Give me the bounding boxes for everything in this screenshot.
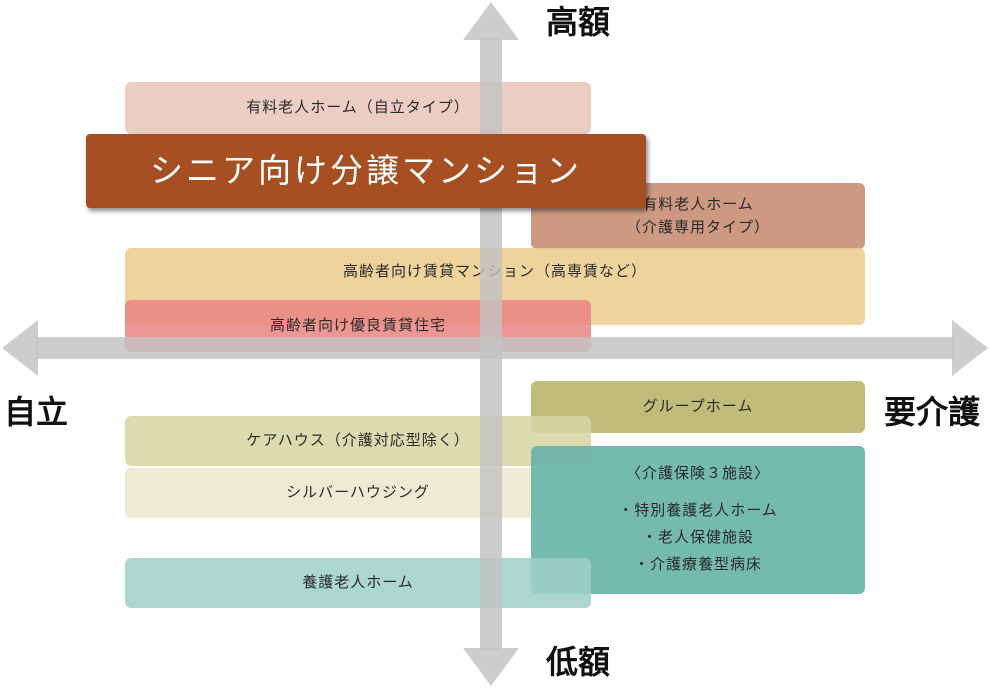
box-label-line2: （介護専用タイプ） bbox=[625, 218, 770, 236]
box-label: 有料老人ホーム（自立タイプ） bbox=[246, 98, 470, 117]
axis-label-high-cost: 高額 bbox=[546, 3, 611, 41]
axis-label-independent: 自立 bbox=[4, 393, 69, 431]
axis-label-care-required: 要介護 bbox=[884, 393, 981, 431]
box-jiritsu-type-home: 有料老人ホーム（自立タイプ） bbox=[125, 82, 591, 134]
box-care-house: ケアハウス（介護対応型除く） bbox=[125, 416, 591, 466]
list-item: ・特別養護老人ホーム bbox=[618, 501, 778, 520]
box-silver-housing: シルバーハウジング bbox=[125, 468, 591, 518]
box-three-care-facilities: 〈介護保険３施設〉 ・特別養護老人ホーム ・老人保健施設 ・介護療養型病床 bbox=[531, 446, 865, 594]
list-item: ・介護療養型病床 bbox=[633, 555, 762, 574]
box-label: 養護老人ホーム bbox=[302, 573, 414, 592]
horizontal-axis-shaft bbox=[36, 337, 954, 359]
box-label: シルバーハウジング bbox=[286, 483, 430, 502]
box-heading: 〈介護保険３施設〉 bbox=[625, 463, 770, 482]
axis-label-low-cost: 低額 bbox=[546, 643, 611, 681]
list-item: ・老人保健施設 bbox=[641, 528, 754, 547]
horizontal-axis-arrowhead-left bbox=[2, 320, 38, 376]
box-yogo-home: 養護老人ホーム bbox=[125, 558, 591, 608]
box-label: シニア向け分譲マンション bbox=[150, 151, 582, 191]
box-senior-condominium: シニア向け分譲マンション bbox=[86, 134, 646, 208]
box-label: グループホーム bbox=[642, 397, 754, 416]
box-label-line1: 有料老人ホーム bbox=[642, 194, 754, 213]
vertical-axis-arrowhead-bottom bbox=[463, 648, 519, 686]
box-label: 高齢者向け優良賃貸住宅 bbox=[269, 316, 446, 335]
box-label: ケアハウス（介護対応型除く） bbox=[246, 431, 470, 450]
vertical-axis-arrowhead-top bbox=[463, 2, 519, 40]
horizontal-axis-arrowhead-right bbox=[952, 320, 988, 376]
